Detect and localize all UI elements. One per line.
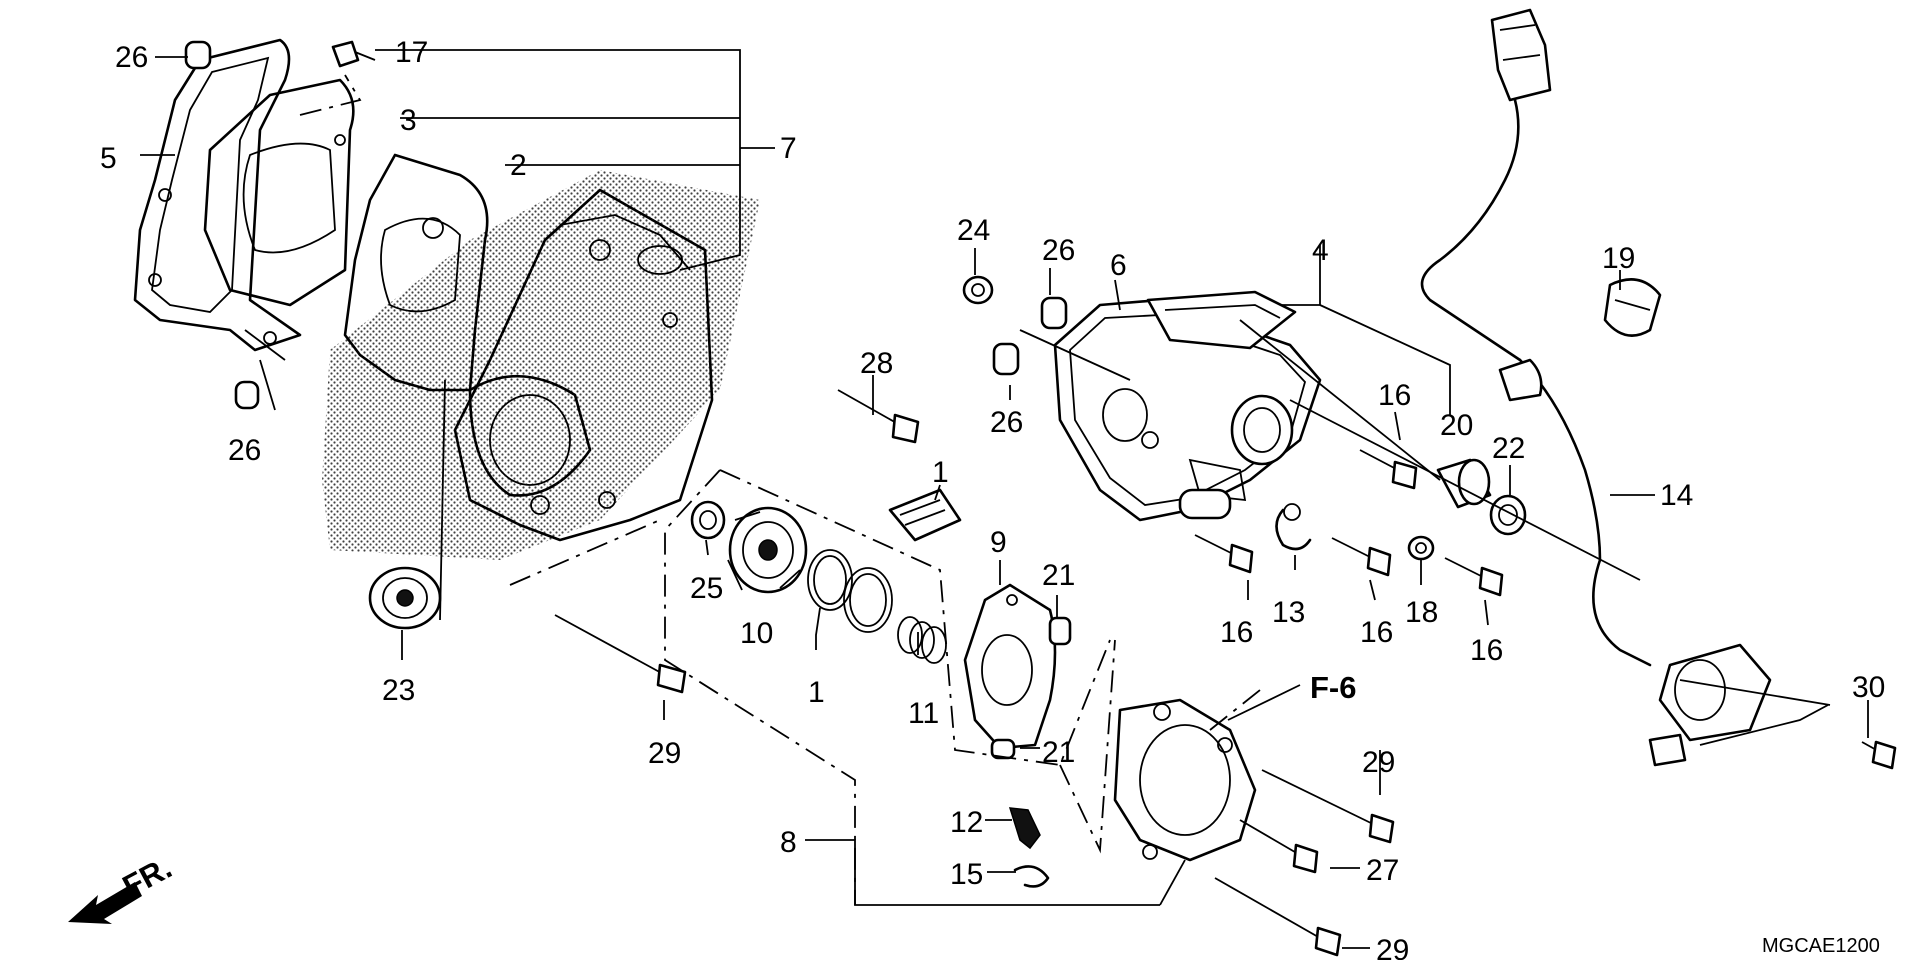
bolt-30: [1861, 740, 1897, 770]
callout-16-b: 16: [1220, 616, 1253, 649]
callout-26-top: 26: [115, 41, 148, 74]
bolt-17: [331, 40, 376, 68]
bolt-16-d: [1444, 557, 1504, 597]
dashed-chain-lines: [299, 74, 1261, 905]
callout-26-bottom: 26: [228, 434, 261, 467]
callout-12: 12: [950, 806, 983, 839]
gasket-3: [203, 78, 355, 307]
pump-housing-7: [453, 188, 714, 542]
callout-27: 27: [1366, 854, 1399, 887]
seal-22: [1489, 494, 1527, 536]
seal-25: [690, 500, 726, 540]
dowel-21-upper: [1048, 616, 1072, 646]
callout-29-bottom: 29: [1376, 934, 1409, 960]
seal-23: [368, 566, 442, 630]
callout-26-lower: 26: [990, 406, 1023, 439]
clip-15: [1013, 865, 1050, 888]
dowel-26-b: [992, 342, 1020, 376]
callout-labels: 26 17 3 5 2 7 26 28 1 25 10 1 23 29 24 2…: [100, 36, 1885, 960]
callout-26-upper: 26: [1042, 234, 1075, 267]
callout-18: 18: [1405, 596, 1438, 629]
diagram-code: MGCAE1200: [1762, 935, 1880, 957]
bolt-29-right-upper: [1261, 769, 1395, 844]
callout-25: 25: [690, 572, 723, 605]
bearing-20: [1436, 458, 1492, 509]
callout-11: 11: [908, 697, 939, 730]
plate-2: [343, 153, 489, 392]
bolt-29-bottom: [1214, 877, 1342, 957]
callout-5: 5: [100, 142, 117, 175]
impeller-10: [727, 506, 808, 594]
callout-4: 4: [1312, 234, 1329, 267]
callout-16-a: 16: [1378, 379, 1411, 412]
dowel-26-bottom: [234, 380, 260, 410]
part-1-card: [888, 488, 962, 542]
washer-24: [962, 275, 994, 305]
bolt-28: [837, 389, 920, 444]
dowel-21-lower: [990, 738, 1016, 760]
callout-21-upper: 21: [1042, 559, 1075, 592]
bolt-27: [1239, 819, 1319, 874]
callout-8: 8: [780, 826, 797, 859]
pump-cover-8: [1113, 698, 1257, 862]
shading-area: [322, 170, 760, 560]
gasket-5: [133, 38, 302, 352]
bolt-16-b: [1194, 534, 1254, 574]
dowel-26-a: [1040, 296, 1068, 330]
spring-11: [897, 616, 947, 664]
gasket-9: [963, 583, 1057, 750]
page-reference-label: F-6: [1310, 670, 1357, 705]
washer-18: [1407, 535, 1435, 561]
callout-19: 19: [1602, 242, 1635, 275]
callout-1-bottom: 1: [808, 676, 825, 709]
bolt-16-a: [1359, 449, 1418, 490]
callout-10: 10: [740, 617, 773, 650]
callout-14: 14: [1660, 479, 1693, 512]
callout-29-left: 29: [648, 737, 681, 770]
o-ring-1: [807, 549, 893, 633]
callout-16-d: 16: [1470, 634, 1503, 667]
front-direction-arrow: FR.: [68, 850, 177, 924]
callout-30: 30: [1852, 671, 1885, 704]
callout-17: 17: [395, 36, 428, 69]
callout-9: 9: [990, 526, 1007, 559]
callout-15: 15: [950, 858, 983, 891]
callout-16-c: 16: [1360, 616, 1393, 649]
callout-13: 13: [1272, 596, 1305, 629]
clip-19: [1603, 278, 1662, 337]
callout-22: 22: [1492, 432, 1525, 465]
bolt-29-left: [554, 614, 687, 694]
callout-2: 2: [510, 149, 527, 182]
callout-24: 24: [957, 214, 990, 247]
callout-21-lower: 21: [1042, 736, 1075, 769]
page-reference: F-6: [1310, 670, 1357, 705]
callout-1-top: 1: [932, 456, 949, 489]
callout-23: 23: [382, 674, 415, 707]
dowel-26-top: [184, 40, 212, 70]
callout-6: 6: [1110, 249, 1127, 282]
callout-3: 3: [400, 104, 417, 137]
fitting-12: [1008, 807, 1041, 850]
bolt-16-c: [1331, 537, 1392, 577]
clamp-13: [1275, 503, 1312, 551]
callout-20: 20: [1440, 409, 1473, 442]
sensor-harness-14: [1420, 8, 1772, 767]
leader-lines: [140, 49, 1869, 949]
callout-28: 28: [860, 347, 893, 380]
thermostat-body-6: [1053, 298, 1322, 522]
callout-29-right: 29: [1362, 746, 1395, 779]
callout-7: 7: [780, 132, 797, 165]
